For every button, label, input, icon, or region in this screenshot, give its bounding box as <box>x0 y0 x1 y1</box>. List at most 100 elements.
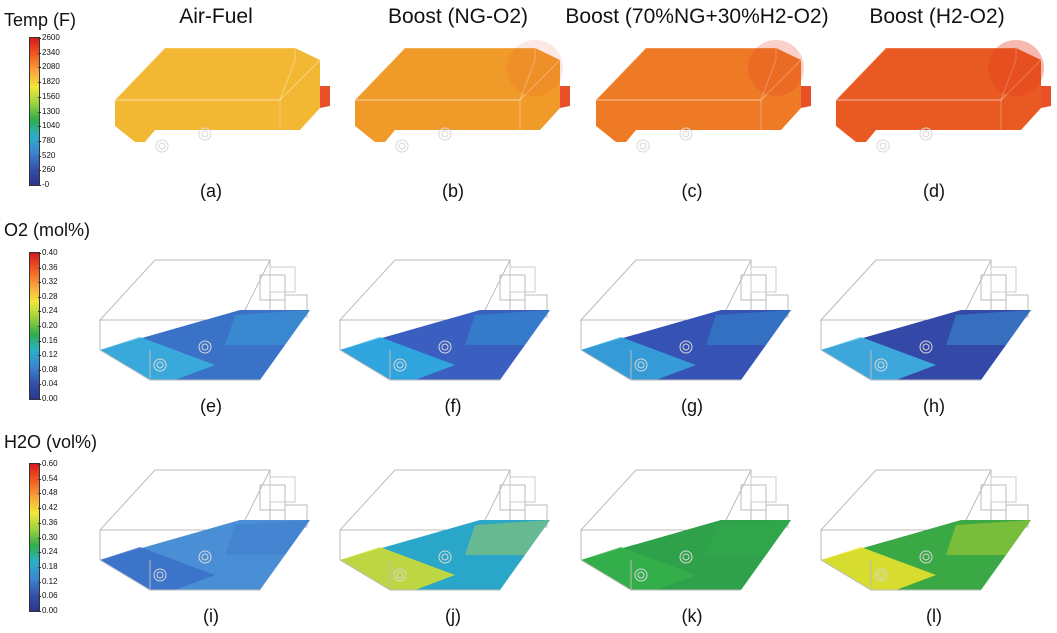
burner-port-icon <box>919 550 933 564</box>
flue-outlet <box>560 86 570 108</box>
colorbar-tick-mark <box>38 596 41 598</box>
o2-contour-accent <box>581 337 696 380</box>
h2o-flue-wire <box>499 484 526 511</box>
colorbar-tick-label: 0.36 <box>42 517 58 527</box>
colorbar-tick-mark <box>38 399 41 400</box>
colorbar-tick-label: 0.48 <box>42 488 58 498</box>
burner-port-inner <box>398 142 406 150</box>
colorbar-tick-mark <box>38 52 41 54</box>
colorbar-tick-mark <box>38 126 41 128</box>
panel-label-j: (j) <box>445 606 461 626</box>
burner-port-icon <box>679 127 693 141</box>
burner-port-inner <box>441 553 449 561</box>
o2-flue-wire <box>750 266 777 293</box>
burner-port-inner <box>877 571 885 579</box>
colorbar-tick-label: 260 <box>42 165 56 175</box>
h2o-contour-accent <box>821 547 936 590</box>
furnace-top-face <box>353 47 536 101</box>
colorbar-tick-mark <box>38 311 41 313</box>
burner-port-icon <box>153 568 167 582</box>
colorbar-tick-label: 2080 <box>42 62 60 72</box>
burner-port-inner <box>922 553 930 561</box>
h2o-contour-accent <box>465 520 550 555</box>
panel-label-c: (c) <box>681 181 703 201</box>
burner-port-inner <box>396 361 404 369</box>
burner-port-icon <box>198 340 212 354</box>
colorbar-tick-label: 0.54 <box>42 473 58 483</box>
o2-contour-box-boost-70ng-30h2-o2 <box>579 259 791 381</box>
burner-port-inner <box>201 130 209 138</box>
colorbar-tick-label: -0 <box>42 180 50 189</box>
burner-port-icon <box>438 550 452 564</box>
h2o-flue-wire <box>509 476 536 503</box>
o2-contour-accent <box>225 310 310 345</box>
colorbar-tick-mark <box>38 155 41 157</box>
burner-port-icon <box>155 139 169 153</box>
furnace-top-face <box>834 47 1017 101</box>
h2o-flue-wire <box>259 484 286 511</box>
colorbar-tick-mark <box>38 522 41 524</box>
panel-label-a: (a) <box>200 181 222 201</box>
colorbar-tick-mark <box>38 111 41 113</box>
colorbar-tick-mark <box>38 82 41 84</box>
burner-port-icon <box>874 358 888 372</box>
colorbar-tick-label: 0.00 <box>42 394 58 403</box>
h2o-contour-accent <box>706 520 791 555</box>
panel-label-i: (i) <box>203 606 219 626</box>
colorbar-tick-label: 0.60 <box>42 459 58 468</box>
burner-port-inner <box>637 571 645 579</box>
colorbar-tick-mark <box>38 464 41 465</box>
burner-port-icon <box>919 340 933 354</box>
burner-port-inner <box>156 361 164 369</box>
colorbar-tick-mark <box>38 384 41 386</box>
burner-port-inner <box>201 553 209 561</box>
o2-flue-wire <box>980 274 1007 301</box>
furnace-top-face <box>113 47 296 101</box>
o2-flue-wire <box>990 266 1017 293</box>
h2o-contour-accent <box>100 547 215 590</box>
o2-contour-accent <box>100 337 215 380</box>
colorbar-tick-mark <box>38 296 41 298</box>
colorbar-tick-mark <box>38 170 41 172</box>
colorbar-tick-label: 0.16 <box>42 335 58 345</box>
panel-label-h: (h) <box>923 396 945 416</box>
colorbar-tick-label: 2340 <box>42 47 60 57</box>
panel-label-b: (b) <box>442 181 464 201</box>
o2-flue-wire <box>269 266 296 293</box>
o2-contour-accent <box>821 337 936 380</box>
h2o-flue-wire <box>980 484 1007 511</box>
o2-flue-wire <box>509 266 536 293</box>
h2o-flue-wire <box>269 476 296 503</box>
burner-port-inner <box>682 343 690 351</box>
burner-port-icon <box>198 550 212 564</box>
colorbar-tick-mark <box>38 96 41 98</box>
colorbar-title-o2: O2 (mol%) <box>4 220 91 240</box>
colorbar-tick-label: 0.20 <box>42 321 58 330</box>
colorbar-tick-label: 520 <box>42 150 56 160</box>
colorbar-tick-label: 0.06 <box>42 591 58 601</box>
panel-label-f: (f) <box>444 396 462 416</box>
burner-port-icon <box>874 568 888 582</box>
panel-label-k: (k) <box>681 606 703 626</box>
colorbar-tick-mark <box>38 38 41 39</box>
colorbar-tick-label: 1560 <box>42 91 60 101</box>
h2o-contour-box-boost-ng-o2 <box>338 469 550 591</box>
burner-port-inner <box>877 361 885 369</box>
burner-port-inner <box>156 571 164 579</box>
colorbar-tick-label: 1300 <box>42 106 60 116</box>
burner-port-inner <box>922 130 930 138</box>
h2o-flue-wire <box>750 476 777 503</box>
h2o-contour-accent <box>225 520 310 555</box>
colorbar-tick-mark <box>38 478 41 480</box>
colorbar-title-h2o: H2O (vol%) <box>4 432 98 452</box>
colorbar-tick-mark <box>38 537 41 539</box>
hot-zone <box>748 40 804 96</box>
burner-port-icon <box>393 568 407 582</box>
flue-outlet <box>320 86 330 108</box>
colorbar-tick-mark <box>38 282 41 284</box>
colorbar-tick-label: 0.40 <box>42 248 58 257</box>
burner-port-inner <box>201 343 209 351</box>
h2o-contour-accent <box>946 520 1031 555</box>
burner-port-icon <box>198 127 212 141</box>
h2o-contour-box-boost-70ng-30h2-o2 <box>579 469 791 591</box>
